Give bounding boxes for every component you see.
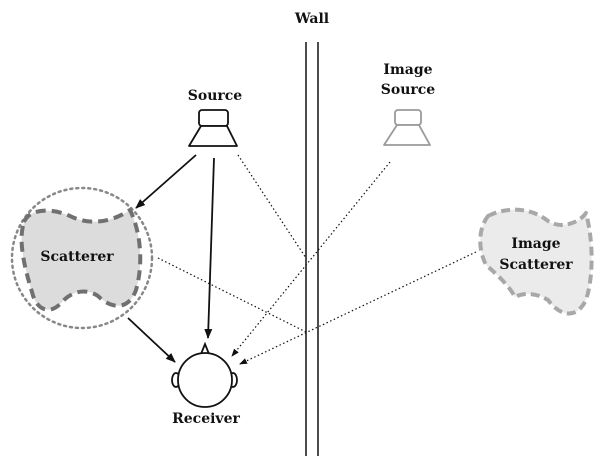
image-scatterer-label-line1: Image [511,236,560,252]
path-source-to-receiver [204,157,215,339]
receiver-label: Receiver [172,411,240,427]
path-scatterer-to-wall [157,257,307,333]
wall-label: Wall [294,11,329,27]
image-scatterer-shape [478,207,594,316]
image-source-label-line1: Image [383,62,432,78]
listener-head-icon [171,341,238,408]
source-label: Source [188,88,243,104]
wall [305,42,319,456]
loudspeaker-icon [188,109,238,147]
direct-paths [127,154,215,363]
image-source-label-line2: Source [381,82,436,98]
path-source-to-scatterer [135,154,197,209]
image-scatterer-label-line2: Scatterer [499,257,573,273]
path-scatterer-to-receiver [127,317,176,363]
image-loudspeaker-icon [383,109,431,146]
path-source-to-wall [237,154,307,259]
scatterer-region-circle [10,186,154,330]
scatterer-label: Scatterer [40,249,114,265]
reflected-paths [157,154,477,365]
path-image-scatterer-to-receiver [239,251,477,365]
scatterer-shape [19,208,143,312]
path-image-source-to-receiver [231,161,391,357]
